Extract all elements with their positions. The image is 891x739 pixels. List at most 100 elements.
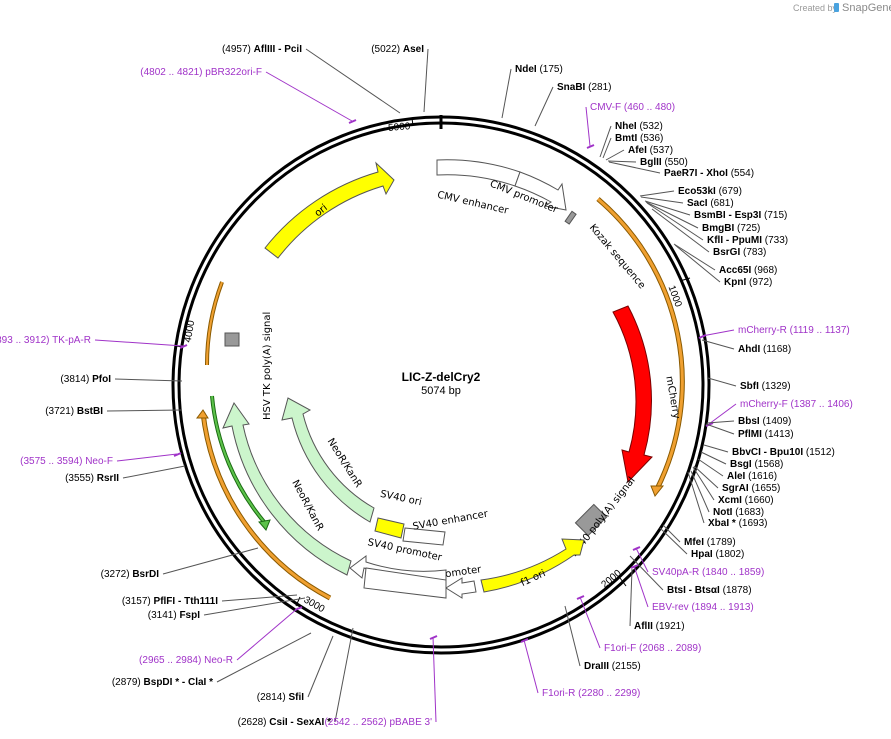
site-left-1-pflfi-label[interactable]: (3157) PflFI - Tth111I	[122, 596, 218, 607]
site-right-5-afei-label[interactable]: AfeI (537)	[628, 145, 673, 156]
site-right-4-bmti-label[interactable]: BmtI (536)	[615, 133, 663, 144]
site-right-2-cmv-f-pos: (460 .. 480)	[621, 102, 675, 113]
feature-sv40-polya[interactable]	[574, 503, 608, 537]
site-right-24-alei-label[interactable]: AleI (1616)	[727, 471, 777, 482]
site-right-30-hpai-label[interactable]: HpaI (1802)	[691, 549, 744, 560]
site-bottom-4-neo-r-name: Neo-R	[204, 655, 233, 666]
site-bottom-1-csii-label[interactable]: (2628) CsiI - SexAI *	[238, 717, 331, 728]
site-right-6-bglii-leader	[607, 160, 637, 163]
site-right-21-pflmi-label[interactable]: PflMI (1413)	[738, 429, 794, 440]
site-right-23-bsgi-label[interactable]: BsgI (1568)	[730, 459, 783, 470]
site-right-35-f1ori-f-leader	[579, 596, 601, 649]
feature-sv40-enhancer[interactable]	[402, 527, 446, 546]
site-right-20-bbsi-label[interactable]: BbsI (1409)	[738, 416, 791, 427]
site-right-18-sbfi-pos: (1329)	[759, 381, 791, 392]
feature-neor-kanr-inner[interactable]	[281, 397, 375, 523]
site-right-29-mfei-leader	[662, 524, 681, 543]
site-right-31-sv40pa-r-label[interactable]: SV40pA-R (1840 .. 1859)	[652, 567, 764, 578]
site-bottom-4-neo-r-label[interactable]: (2965 .. 2984) Neo-R	[139, 655, 233, 666]
feature-mcherry[interactable]	[612, 305, 653, 484]
site-bottom-1-csii-leader	[334, 627, 354, 723]
site-right-2-cmv-f-label[interactable]: CMV-F (460 .. 480)	[590, 102, 675, 113]
site-right-10-bsmbi-sep: - Esp3I	[726, 210, 762, 221]
site-right-6-bglii-label[interactable]: BglII (550)	[640, 157, 688, 168]
feature-kozak[interactable]	[564, 210, 577, 225]
site-right-32-btsi-label[interactable]: BtsI - BtsαI (1878)	[667, 585, 752, 596]
feature-f1-ori[interactable]	[480, 538, 585, 593]
site-right-12-kfli-leader	[646, 202, 704, 241]
site-right-29-mfei-label[interactable]: MfeI (1789)	[684, 537, 736, 548]
site-left-9-afliii-label[interactable]: (4957) AflIII - PciI	[222, 44, 302, 55]
site-left-2-bsrdi-label[interactable]: (3272) BsrDI	[101, 569, 160, 580]
site-right-33-ebv-rev-marker	[630, 564, 639, 569]
site-left-4-neo-f-label[interactable]: (3575 .. 3594) Neo-F	[20, 456, 113, 467]
site-right-27-noti-label[interactable]: NotI (1683)	[713, 507, 764, 518]
feature-sv40-ori[interactable]	[374, 517, 405, 539]
site-right-14-acc65i-label[interactable]: Acc65I (968)	[719, 265, 777, 276]
site-right-34-aflii-label[interactable]: AflII (1921)	[634, 621, 685, 632]
feature-cmv-promoter[interactable]	[514, 171, 567, 211]
site-left-6-pfoi-label[interactable]: (3814) PfoI	[60, 374, 111, 385]
site-right-17-ahdi-label[interactable]: AhdI (1168)	[738, 344, 791, 355]
site-right-21-pflmi-name: PflMI	[738, 429, 762, 440]
site-left-0-fspi-label[interactable]: (3141) FspI	[148, 610, 200, 621]
feature-cmv-enhancer[interactable]	[436, 159, 521, 187]
site-right-23-bsgi-pos: (1568)	[752, 459, 784, 470]
site-right-11-bmgbi-label[interactable]: BmgBI (725)	[702, 223, 760, 234]
site-right-19-mcherry-f-marker	[705, 422, 714, 427]
site-right-15-kpni-label[interactable]: KpnI (972)	[724, 277, 772, 288]
site-right-18-sbfi-label[interactable]: SbfI (1329)	[740, 381, 791, 392]
feature-neor-kanr-outer[interactable]	[222, 401, 352, 576]
label-mcherry: mCherry	[663, 375, 681, 420]
site-right-0-ndei-label[interactable]: NdeI (175)	[515, 64, 563, 75]
site-right-37-f1ori-r-label[interactable]: F1ori-R (2280 .. 2299)	[542, 688, 640, 699]
site-left-6-pfoi-pos: (3814)	[60, 374, 92, 385]
site-right-8-eco53ki-name: Eco53kI	[678, 186, 716, 197]
site-bottom-0-pbabe-3-label[interactable]: (2542 .. 2562) pBABE 3'	[324, 717, 432, 728]
site-right-26-xcmi-label[interactable]: XcmI (1660)	[718, 495, 774, 506]
site-right-8-eco53ki-label[interactable]: Eco53kI (679)	[678, 186, 742, 197]
site-right-3-nhei-label[interactable]: NheI (532)	[615, 121, 663, 132]
feature-ampr-promoter[interactable]	[445, 577, 477, 599]
site-bottom-2-sfii-leader	[307, 635, 334, 698]
site-right-16-mcherry-r-label[interactable]: mCherry-R (1119 .. 1137)	[738, 325, 850, 336]
site-right-12-kfli-name: KflI	[707, 235, 723, 246]
site-right-9-saci-label[interactable]: SacI (681)	[687, 198, 734, 209]
site-left-7-tk-pa-r-label[interactable]: (3893 .. 3912) TK-pA-R	[0, 335, 91, 346]
site-right-13-bsrgi-label[interactable]: BsrGI (783)	[713, 247, 766, 258]
site-right-35-f1ori-f-label[interactable]: F1ori-F (2068 .. 2089)	[604, 643, 701, 654]
site-right-24-alei-name: AleI	[727, 471, 746, 482]
site-right-25-sgrai-label[interactable]: SgrAI (1655)	[722, 483, 780, 494]
site-right-24-alei-leader	[697, 458, 724, 477]
site-right-1-snabi-label[interactable]: SnaBI (281)	[557, 82, 611, 93]
feature-hsv-tk-polya[interactable]	[224, 332, 240, 347]
site-right-19-mcherry-f-label[interactable]: mCherry-F (1387 .. 1406)	[740, 399, 853, 410]
site-right-36-draiii-label[interactable]: DraIII (2155)	[584, 661, 641, 672]
site-left-7-tk-pa-r-name: TK-pA-R	[52, 335, 91, 346]
site-bottom-0-pbabe-3-pos: (2542 .. 2562)	[324, 717, 389, 728]
site-left-9-afliii-leader	[305, 48, 401, 114]
site-right-28-xbai-label[interactable]: XbaI * (1693)	[708, 518, 767, 529]
site-right-7-paer7i-label[interactable]: PaeR7I - XhoI (554)	[664, 168, 754, 179]
site-right-28-xbai-pos: (1693)	[736, 518, 768, 529]
site-left-9-afliii-sep: - PciI	[275, 44, 302, 55]
site-left-8-pbr322ori-f-label[interactable]: (4802 .. 4821) pBR322ori-F	[140, 67, 262, 78]
site-right-10-bsmbi-label[interactable]: BsmBI - Esp3I (715)	[694, 210, 787, 221]
site-left-3-rsrii-label[interactable]: (3555) RsrII	[65, 473, 119, 484]
site-right-14-acc65i-pos: (968)	[751, 265, 777, 276]
site-right-12-kfli-label[interactable]: KflI - PpuMI (733)	[707, 235, 788, 246]
site-right-26-xcmi-name: XcmI	[718, 495, 742, 506]
feature-ori[interactable]	[264, 161, 395, 259]
site-right-33-ebv-rev-label[interactable]: EBV-rev (1894 .. 1913)	[652, 602, 754, 613]
site-bottom-2-sfii-label[interactable]: (2814) SfiI	[257, 692, 304, 703]
site-right-22-bbvci-label[interactable]: BbvCI - Bpu10I (1512)	[732, 447, 835, 458]
site-left-2-bsrdi-name: BsrDI	[132, 569, 159, 580]
site-bottom-4-neo-r-leader	[236, 607, 299, 661]
site-left-7-tk-pa-r-pos: (3893 .. 3912)	[0, 335, 52, 346]
site-bottom-3-bspdi-label[interactable]: (2879) BspDI * - ClaI *	[112, 677, 213, 688]
site-right-31-sv40pa-r-leader	[635, 547, 649, 573]
site-left-5-bstbi-label[interactable]: (3721) BstBI	[45, 406, 103, 417]
site-right-9-saci-pos: (681)	[708, 198, 734, 209]
site-left-1-pflfi-name: PflFI	[154, 596, 176, 607]
site-left-10-asei-label[interactable]: (5022) AseI	[371, 44, 424, 55]
